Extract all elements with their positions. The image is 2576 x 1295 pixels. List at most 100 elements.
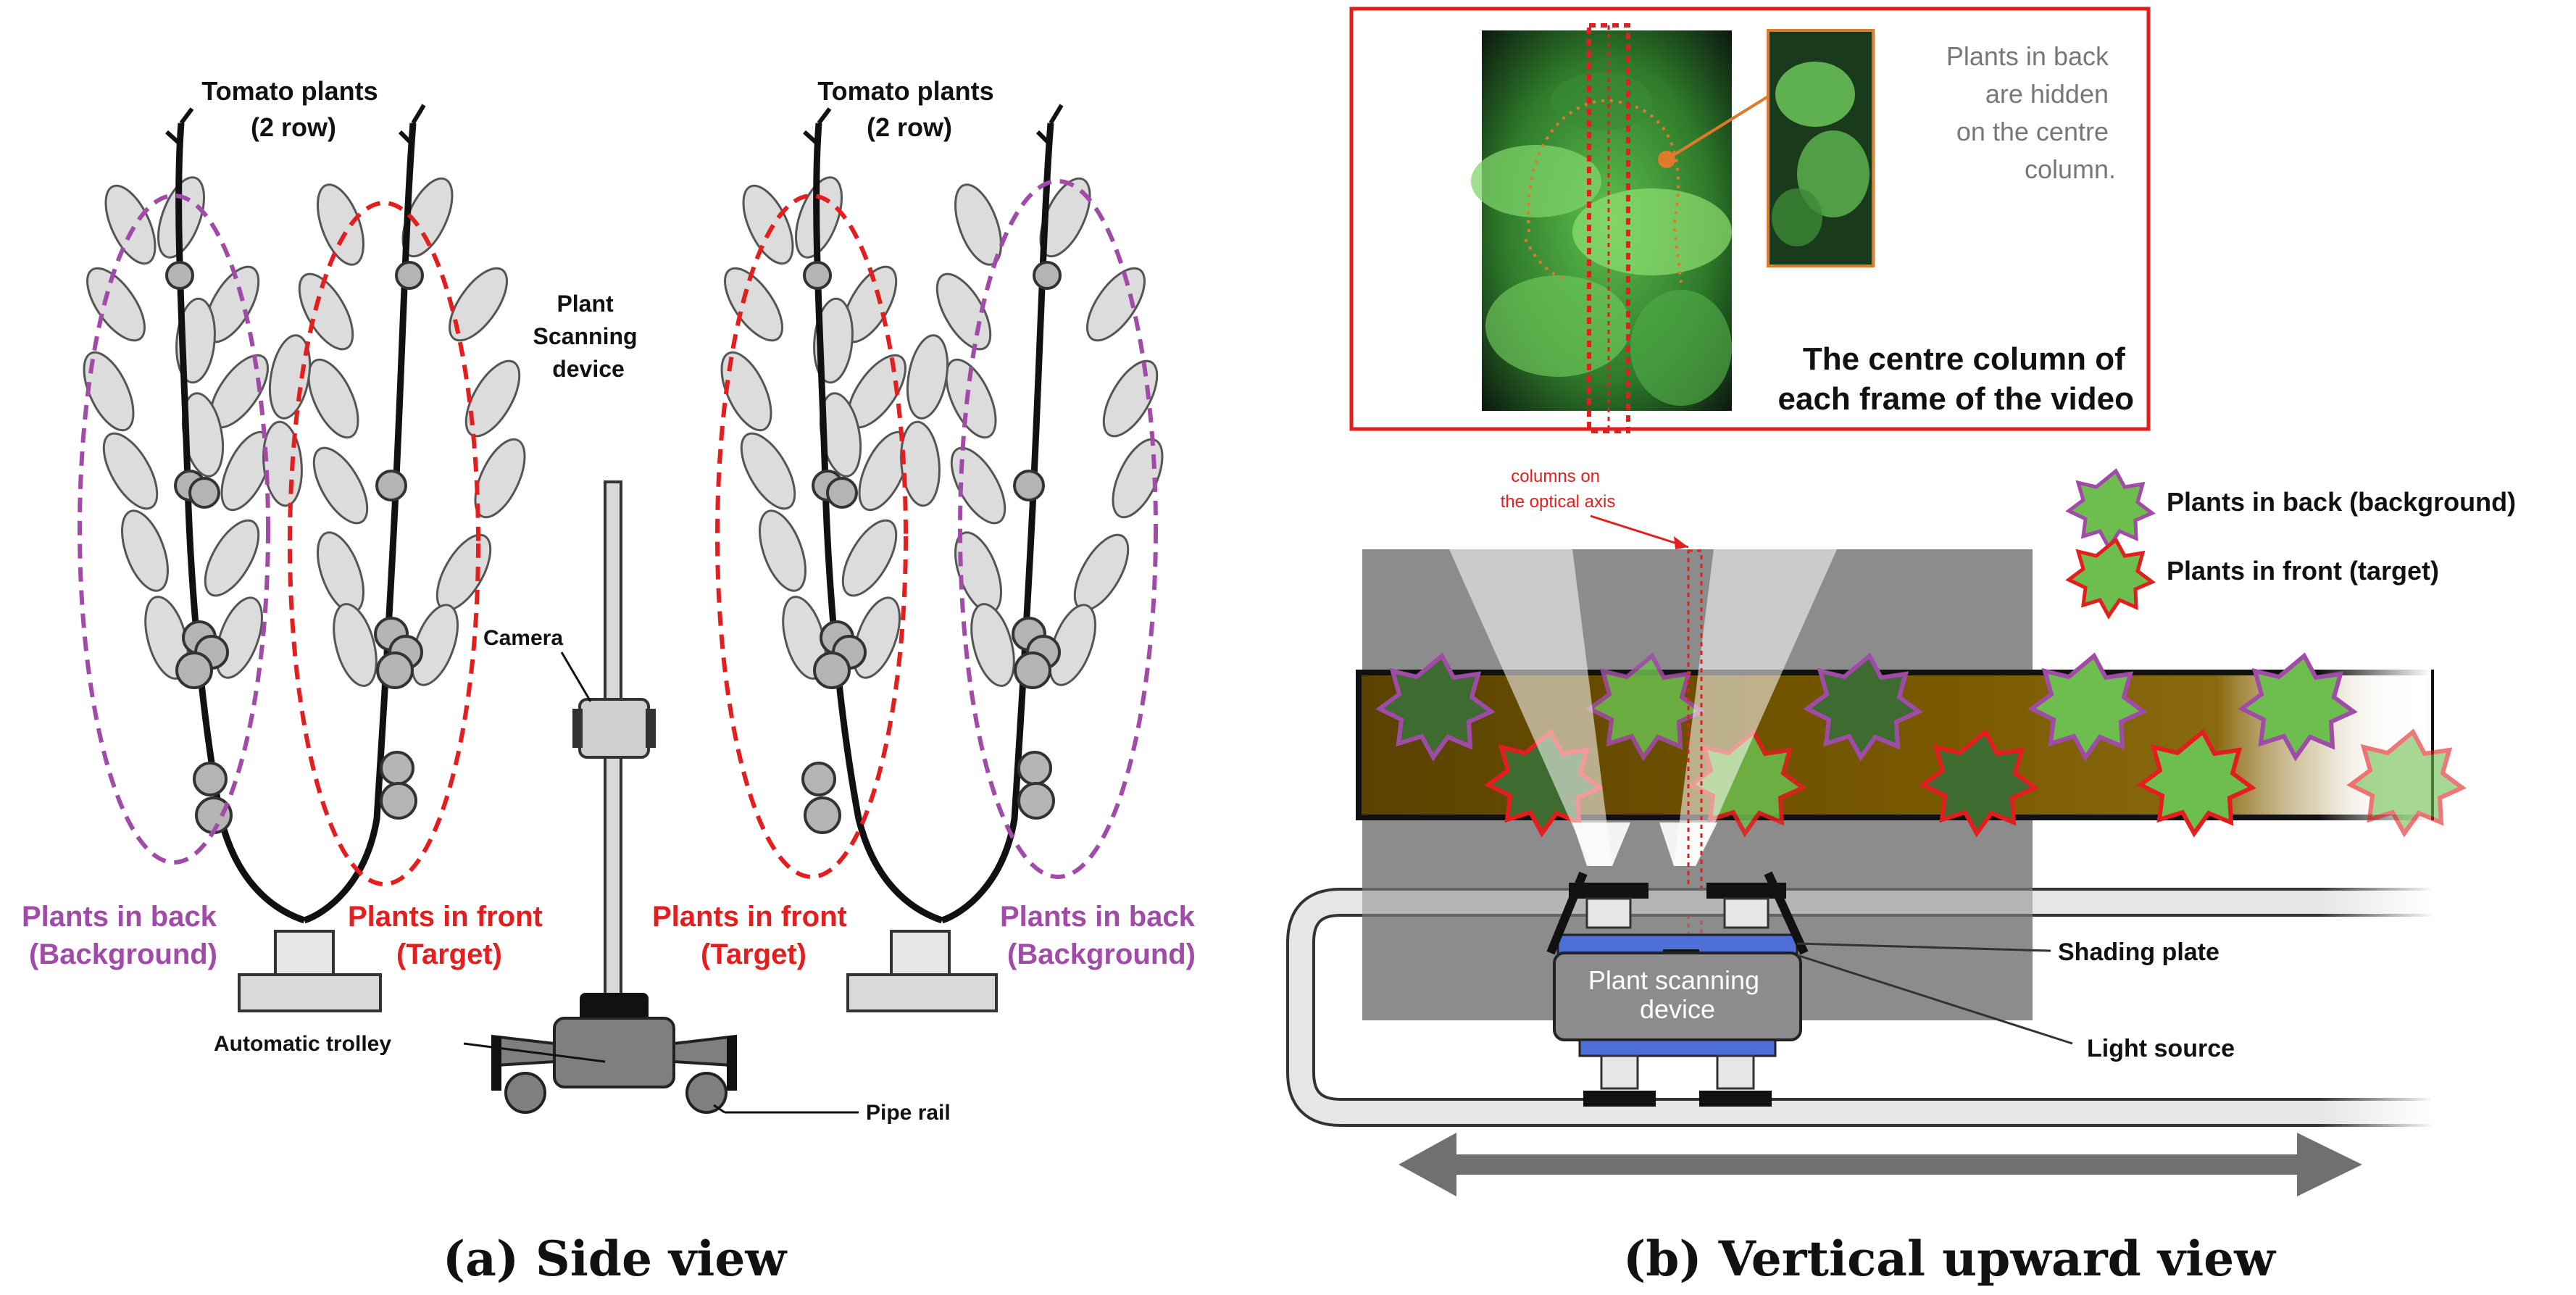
hidden-note: Plants in back are hidden on the centre …: [1946, 41, 2116, 184]
device-label-line2: device: [1640, 994, 1715, 1024]
plants-front-right-line2: (Target): [701, 938, 806, 970]
optical-axis-column: [1687, 549, 1703, 958]
shading-plate-left: [1546, 871, 1588, 955]
legend-back-label: Plants in back (background): [2167, 487, 2516, 517]
centre-column-caption-line1: The centre column of: [1803, 341, 2125, 377]
plants-front-right-line1: Plants in front: [652, 901, 847, 933]
stem-tops-left: [164, 104, 426, 147]
star-front-4: [2136, 728, 2256, 838]
light-source-label: Light source: [2087, 1035, 2235, 1062]
hidden-note-line4: column.: [2025, 154, 2116, 184]
upward-view-panel: Plants in back are hidden on the centre …: [1286, 7, 2516, 1287]
planter-left: [238, 973, 382, 1012]
plant-scanning-device: [463, 480, 859, 1114]
plants-back-right-line2: (Background): [1007, 938, 1196, 970]
tomato-plants-right: [710, 104, 1174, 1012]
hidden-plant-outline-2: [1524, 238, 1566, 280]
legend: Plants in back (background) Plants in fr…: [2065, 468, 2516, 620]
star-front-5: [2346, 728, 2467, 838]
plants-back-left-line1: Plants in back: [22, 901, 217, 933]
star-back-1: [1375, 652, 1496, 762]
automatic-trolley-label: Automatic trolley: [214, 1032, 391, 1056]
scanning-device-line3: device: [552, 356, 625, 382]
hidden-note-line2: are hidden: [1985, 79, 2109, 109]
plants-back-right-label: Plants in back (Background): [1000, 901, 1203, 970]
centre-column-marker: [1587, 23, 1630, 433]
star-front-3: [1919, 728, 2039, 838]
plants-back-left-line2: (Background): [29, 938, 217, 970]
star-back-2: [1585, 652, 1706, 762]
target-outline-right: [715, 193, 908, 879]
stem-tops-right: [802, 104, 1064, 147]
movement-arrow: [1399, 1133, 2362, 1196]
centre-column-caption: The centre column of each frame of the v…: [1778, 341, 2134, 417]
fruits-right-pair: [801, 261, 1062, 834]
star-back-3: [1803, 652, 1923, 762]
plant-base-left: [274, 930, 335, 976]
light-cone-right: [1674, 549, 1837, 866]
camera-leader: [560, 651, 592, 702]
tomato-label-left-line2: (2 row): [251, 112, 336, 142]
legend-front-star: [2065, 537, 2156, 620]
fruits-left-pair: [165, 261, 424, 834]
tomato-label-right-line2: (2 row): [867, 112, 952, 142]
camera-label: Camera: [483, 626, 563, 650]
plants-front-left-label: Plants in front (Target): [348, 901, 551, 970]
stems-right-pair: [813, 122, 1054, 924]
caption-side-view: (a) Side view: [443, 1231, 788, 1287]
target-outline-left: [288, 201, 480, 886]
side-view-panel: Tomato plants (2 row) Tomato plants (2 r…: [22, 76, 1203, 1287]
plants-front-right-label: Plants in front (Target): [652, 901, 855, 970]
plant-base-right: [890, 930, 951, 976]
optical-axis-arrow: [1590, 515, 1689, 549]
optical-axis-label: columns on the optical axis: [1501, 467, 1616, 512]
hidden-marker-leader: [1665, 93, 1773, 161]
leaves-right-pair: [710, 170, 1174, 692]
hidden-plant-photo: [1767, 29, 1875, 267]
video-frame-photo: [1471, 30, 1732, 411]
scanning-device-line1: Plant: [557, 291, 614, 317]
tomato-label-left-line1: Tomato plants: [201, 76, 378, 106]
star-back-4: [2027, 652, 2148, 762]
light-cone-left: [1449, 549, 1612, 866]
shading-plate-right: [1764, 871, 1809, 955]
caption-upward-view: (b) Vertical upward view: [1623, 1231, 2277, 1287]
pipe-rail-leader-up: [713, 1104, 725, 1114]
device-label: Plant scanning device: [1588, 965, 1767, 1024]
tomato-label-left: Tomato plants (2 row): [201, 76, 385, 142]
plants-front-left-line1: Plants in front: [348, 901, 543, 933]
optical-axis-line1: columns on: [1511, 467, 1600, 486]
leaves-left-pair: [72, 170, 536, 692]
scanner-top-view: [1546, 871, 1809, 1107]
shading-plate-label: Shading plate: [2058, 938, 2219, 966]
plants-front-left-line2: (Target): [396, 938, 502, 970]
star-back-5: [2238, 652, 2358, 762]
shading-plate-leader: [1796, 942, 2051, 952]
scanning-device-label: Plant Scanning device: [533, 291, 644, 382]
rail-fade: [2319, 880, 2435, 1130]
legend-back-star: [2065, 468, 2156, 551]
plants-back-left-label: Plants in back (Background): [22, 901, 225, 970]
pipe-rail-label: Pipe rail: [866, 1101, 951, 1125]
tomato-plants-left: [72, 104, 536, 1012]
plant-stars: [1375, 652, 2467, 838]
legend-front-label: Plants in front (target): [2167, 556, 2439, 586]
centre-column-caption-line2: each frame of the video: [1778, 381, 2134, 417]
light-source-leader: [1796, 954, 2073, 1045]
automatic-trolley: [491, 993, 738, 1114]
scanning-device-line2: Scanning: [533, 323, 638, 349]
tomato-label-right: Tomato plants (2 row): [817, 76, 1001, 142]
background-outline-left: [78, 193, 270, 865]
trolley-leader: [463, 1042, 606, 1063]
pipe-rail-loop-inner: [1289, 891, 2431, 1124]
planter-right: [846, 973, 998, 1012]
device-label-line1: Plant scanning: [1588, 965, 1759, 995]
plants-back-right-line1: Plants in back: [1000, 901, 1196, 933]
camera-icon: [572, 698, 656, 759]
tomato-label-right-line1: Tomato plants: [817, 76, 993, 106]
hidden-note-line3: on the centre: [1956, 117, 2109, 146]
optical-axis-line2: the optical axis: [1501, 492, 1616, 512]
background-outline-right: [958, 179, 1158, 879]
light-cone-left-core: [1572, 823, 1630, 866]
